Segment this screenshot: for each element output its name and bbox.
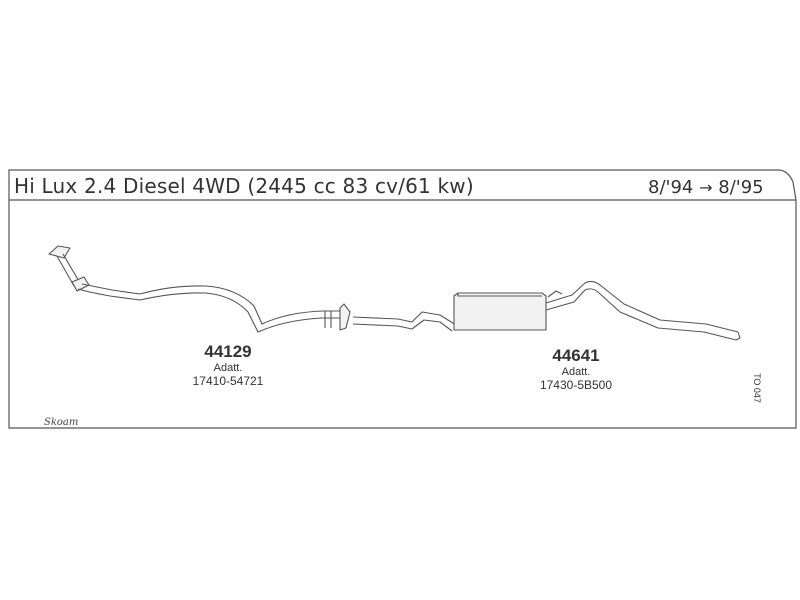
part-adatt-label: Adatt. xyxy=(561,366,591,378)
part-number: 44641 xyxy=(552,346,600,365)
part-label-44641: 44641 Adatt. 17430-5B500 xyxy=(530,346,622,392)
front-pipe-44129[interactable] xyxy=(48,245,351,333)
rear-section-44641[interactable] xyxy=(352,280,741,341)
part-adatt-label: Adatt. xyxy=(213,362,243,374)
part-oem-number: 17430-5B500 xyxy=(539,378,613,392)
drawing-code: TO 047 xyxy=(750,368,764,408)
diagram-frame xyxy=(8,169,797,429)
part-oem-number: 17410-54721 xyxy=(192,374,264,388)
date-from: 8/'94 xyxy=(648,177,694,198)
drawing-code-text: TO 047 xyxy=(752,373,762,403)
brand-logo: Skoam xyxy=(44,417,79,428)
part-number: 44129 xyxy=(204,342,252,361)
production-date-range: 8/'94 → 8/'95 xyxy=(648,177,764,198)
date-to: 8/'95 xyxy=(718,177,764,198)
vehicle-title: Hi Lux 2.4 Diesel 4WD (2445 cc 83 cv/61 … xyxy=(14,174,474,198)
part-label-44129: 44129 Adatt. 17410-54721 xyxy=(183,342,273,388)
arrow-right-icon: → xyxy=(699,178,713,197)
